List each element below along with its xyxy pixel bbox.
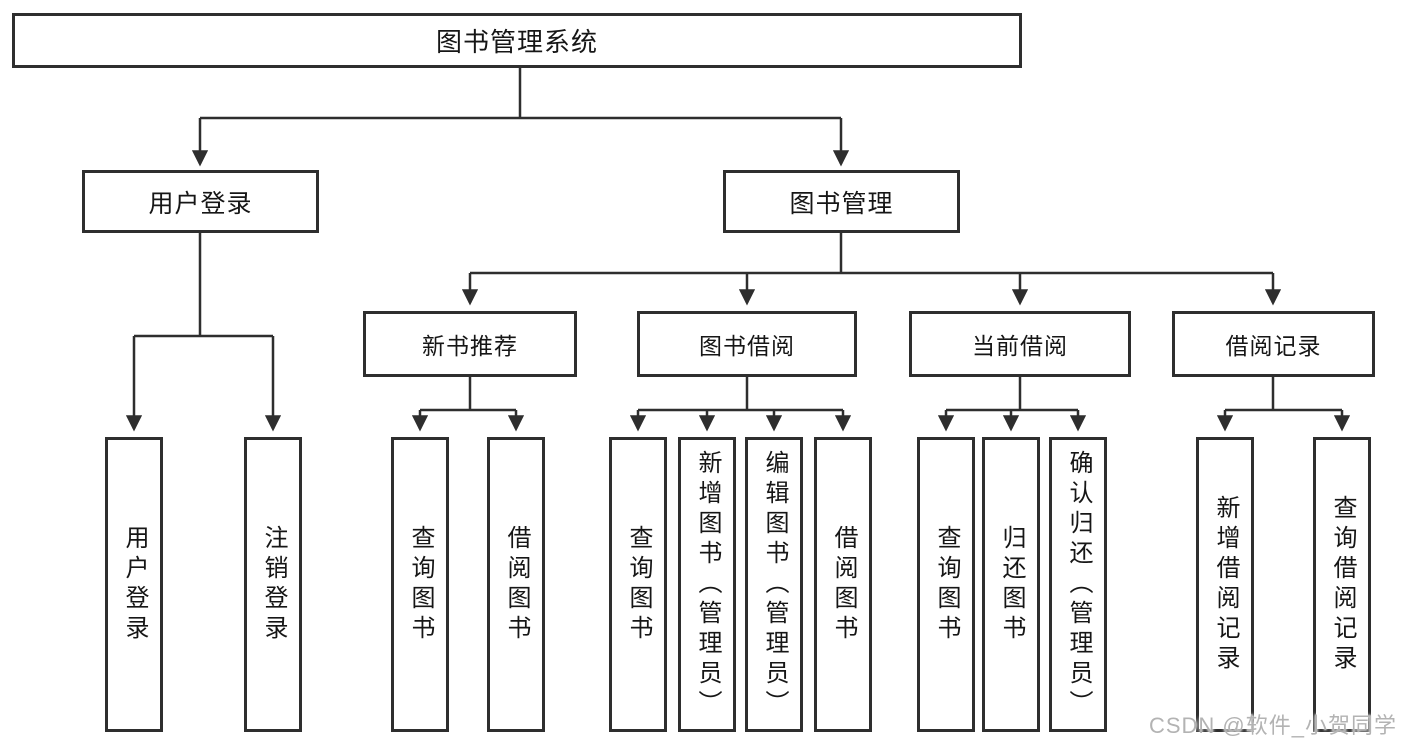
node-library-management-system: 图书管理系统 [12,13,1022,68]
leaf-borrow-books-recommend: 借阅图书 [487,437,545,732]
node-borrowing-records: 借阅记录 [1172,311,1375,377]
node-new-book-recommendation: 新书推荐 [363,311,577,377]
csdn-watermark: CSDN @软件_小贺同学 [1148,713,1397,738]
leaf-logout: 注销登录 [244,437,302,732]
node-current-borrowing: 当前借阅 [909,311,1131,377]
node-book-borrowing: 图书借阅 [637,311,857,377]
node-book-management: 图书管理 [723,170,960,233]
leaf-confirm-return-admin: 确认归还（管理员） [1049,437,1107,732]
leaf-query-books-current: 查询图书 [917,437,975,732]
leaf-user-login: 用户登录 [105,437,163,732]
leaf-add-books-admin: 新增图书（管理员） [678,437,736,732]
leaf-add-borrow-record: 新增借阅记录 [1196,437,1254,732]
leaf-return-books: 归还图书 [982,437,1040,732]
leaf-query-books-borrow: 查询图书 [609,437,667,732]
leaf-query-books-recommend: 查询图书 [391,437,449,732]
node-user-login: 用户登录 [82,170,319,233]
leaf-borrow-books: 借阅图书 [814,437,872,732]
leaf-edit-books-admin: 编辑图书（管理员） [745,437,803,732]
leaf-query-borrow-record: 查询借阅记录 [1313,437,1371,732]
